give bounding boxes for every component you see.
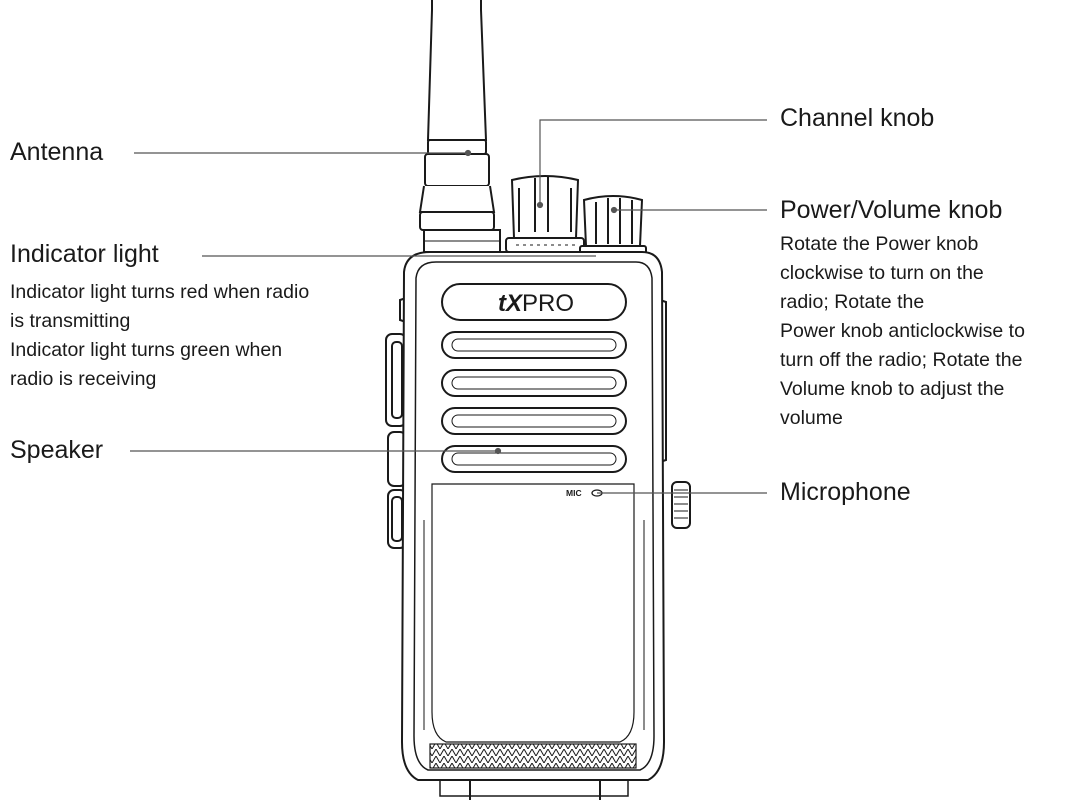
power-volume-knob xyxy=(579,195,647,257)
speaker-grille xyxy=(441,331,627,473)
indicator-desc-line: Indicator light turns red when radio xyxy=(10,281,310,303)
channel-leader xyxy=(539,119,767,205)
indicator-desc-line: radio is receiving xyxy=(10,368,157,390)
right-side xyxy=(659,299,691,529)
mic-text: MIC xyxy=(566,488,582,498)
logo-bold: tX xyxy=(498,290,524,317)
power-volume-description: Rotate the Power knob clockwise to turn … xyxy=(780,230,1080,433)
antenna-label: Antenna xyxy=(10,138,104,166)
power-desc-line: Power knob anticlockwise to xyxy=(780,320,1025,342)
power-desc-line: radio; Rotate the xyxy=(780,291,925,313)
power-desc-line: volume xyxy=(780,407,843,429)
svg-text:tXPRO: tXPRO xyxy=(498,290,574,317)
indicator-light-description: Indicator light turns red when radio is … xyxy=(10,278,390,394)
microphone-label: Microphone xyxy=(780,478,911,506)
logo-light: PRO xyxy=(522,290,574,317)
power-desc-line: Volume knob to adjust the xyxy=(780,378,1005,400)
indicator-desc-line: is transmitting xyxy=(10,310,131,332)
leader-lines xyxy=(130,119,767,494)
indicator-desc-line: Indicator light turns green when xyxy=(10,339,283,361)
power-desc-line: clockwise to turn on the xyxy=(780,262,984,284)
channel-knob-label: Channel knob xyxy=(780,104,935,132)
power-desc-line: turn off the radio; Rotate the xyxy=(780,349,1023,371)
power-desc-line: Rotate the Power knob xyxy=(780,233,979,255)
channel-knob xyxy=(505,175,585,253)
speaker-label: Speaker xyxy=(10,436,104,464)
antenna xyxy=(418,0,501,253)
indicator-light-label: Indicator light xyxy=(10,240,159,268)
logo-plate: tXPRO xyxy=(441,283,627,321)
power-volume-knob-label: Power/Volume knob xyxy=(780,196,1003,224)
